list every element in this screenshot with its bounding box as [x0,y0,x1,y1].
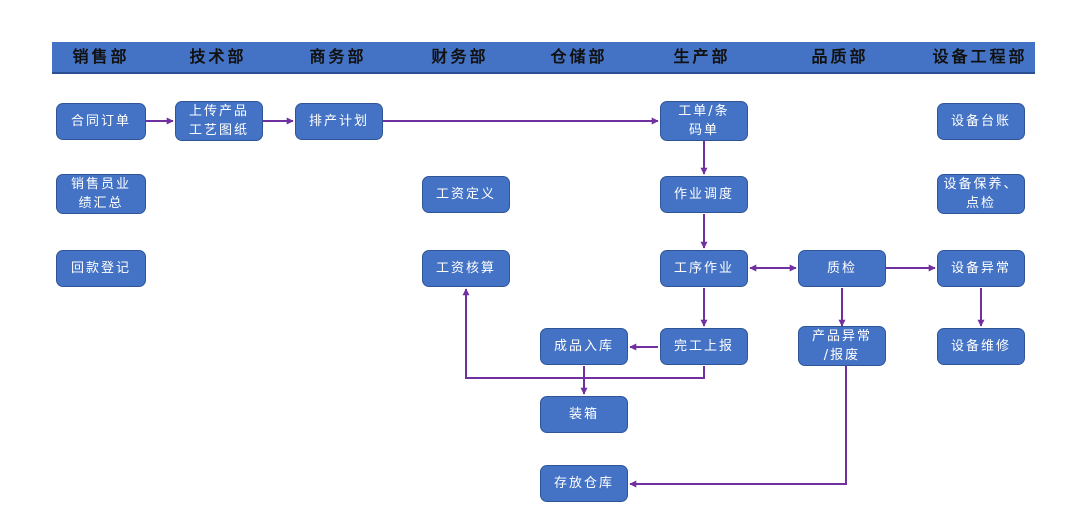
product-exception-box[interactable]: 产品异常 /报废 [798,326,886,366]
completion-report-box[interactable]: 完工上报 [660,328,748,365]
wage-calculation-box[interactable]: 工资核算 [422,250,510,287]
dept-tech: 技术部 [189,47,247,66]
quality-inspection-box[interactable]: 质检 [798,250,886,287]
equipment-ledger-box[interactable]: 设备台账 [937,103,1025,140]
production-plan-box[interactable]: 排产计划 [295,103,383,140]
contract-order-box[interactable]: 合同订单 [56,103,146,140]
finished-goods-stock-in-box[interactable]: 成品入库 [540,328,628,365]
equipment-exception-box[interactable]: 设备异常 [937,250,1025,287]
arrow-product-exception-to-storage [629,366,847,488]
department-header-bar: 销售部 技术部 商务部 财务部 仓储部 生产部 品质部 设备工程部 [52,42,1035,74]
dept-business: 商务部 [309,47,367,66]
equipment-repair-box[interactable]: 设备维修 [937,328,1025,365]
dept-equipment: 设备工程部 [932,47,1028,66]
equipment-maintenance-box[interactable]: 设备保养、 点检 [937,174,1025,214]
work-order-box[interactable]: 工单/条 码单 [660,101,748,141]
dept-finance: 财务部 [431,47,489,66]
packing-box[interactable]: 装箱 [540,396,628,433]
dept-production: 生产部 [673,47,731,66]
job-dispatch-box[interactable]: 作业调度 [660,176,748,213]
dept-sales: 销售部 [72,47,130,66]
wage-definition-box[interactable]: 工资定义 [422,176,510,213]
payment-record-box[interactable]: 回款登记 [56,250,146,287]
dept-warehouse: 仓储部 [550,47,608,66]
warehouse-storage-box[interactable]: 存放仓库 [540,465,628,502]
dept-quality: 品质部 [811,47,869,66]
process-operation-box[interactable]: 工序作业 [660,250,748,287]
sales-performance-box[interactable]: 销售员业 绩汇总 [56,174,146,214]
upload-drawings-box[interactable]: 上传产品 工艺图纸 [175,101,263,141]
